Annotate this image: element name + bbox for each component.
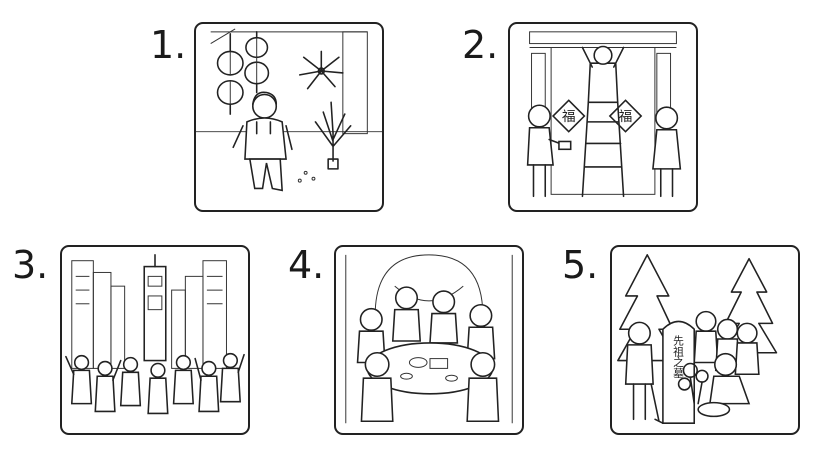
lantern-icon bbox=[216, 33, 244, 115]
picture-2-posting-couplets[interactable]: 福 福 bbox=[508, 22, 698, 212]
tower-icon bbox=[143, 254, 167, 362]
picture-2-illustration: 福 福 bbox=[526, 31, 682, 198]
shovel-icon bbox=[650, 383, 664, 424]
picture-4-family-dinner[interactable] bbox=[334, 245, 524, 435]
ground-dots bbox=[297, 170, 316, 183]
person-on-ladder-icon bbox=[581, 45, 625, 104]
person-left-icon bbox=[526, 104, 572, 198]
ladder-icon bbox=[581, 101, 625, 198]
svg-text:福: 福 bbox=[562, 109, 576, 125]
picture-3-illustration bbox=[65, 254, 245, 415]
picture-3-times-square[interactable] bbox=[60, 245, 250, 435]
picture-5-tomb-sweeping[interactable]: 先祖之墓 bbox=[610, 245, 800, 435]
people-group bbox=[624, 310, 760, 421]
svg-text:福: 福 bbox=[619, 109, 633, 125]
fu-sign-icon: 福 bbox=[551, 99, 586, 133]
tombstone-icon: 先祖之墓 bbox=[662, 320, 696, 424]
picture-number-3: 3. bbox=[12, 243, 49, 287]
picture-4-illustration bbox=[345, 254, 513, 424]
flowers-icon bbox=[677, 362, 709, 405]
crowd bbox=[65, 352, 245, 415]
picture-number-1: 1. bbox=[150, 23, 187, 67]
picture-number-4: 4. bbox=[288, 243, 325, 287]
fireworks-icon bbox=[298, 50, 352, 170]
food-on-table bbox=[400, 357, 458, 382]
fu-sign-icon: 福 bbox=[608, 99, 643, 133]
lantern-icon bbox=[244, 31, 270, 94]
person-right-icon bbox=[652, 106, 682, 198]
picture-number-5: 5. bbox=[562, 243, 599, 287]
basket-icon bbox=[697, 401, 731, 418]
picture-1-illustration bbox=[196, 28, 382, 192]
picture-5-illustration: 先祖之墓 bbox=[617, 254, 778, 424]
picture-number-2: 2. bbox=[462, 23, 499, 67]
person-walking-icon bbox=[232, 91, 293, 192]
family-members-front bbox=[360, 351, 500, 423]
svg-text:先祖之墓: 先祖之墓 bbox=[672, 335, 685, 378]
picture-1-lanterns-fireworks[interactable] bbox=[194, 22, 384, 212]
